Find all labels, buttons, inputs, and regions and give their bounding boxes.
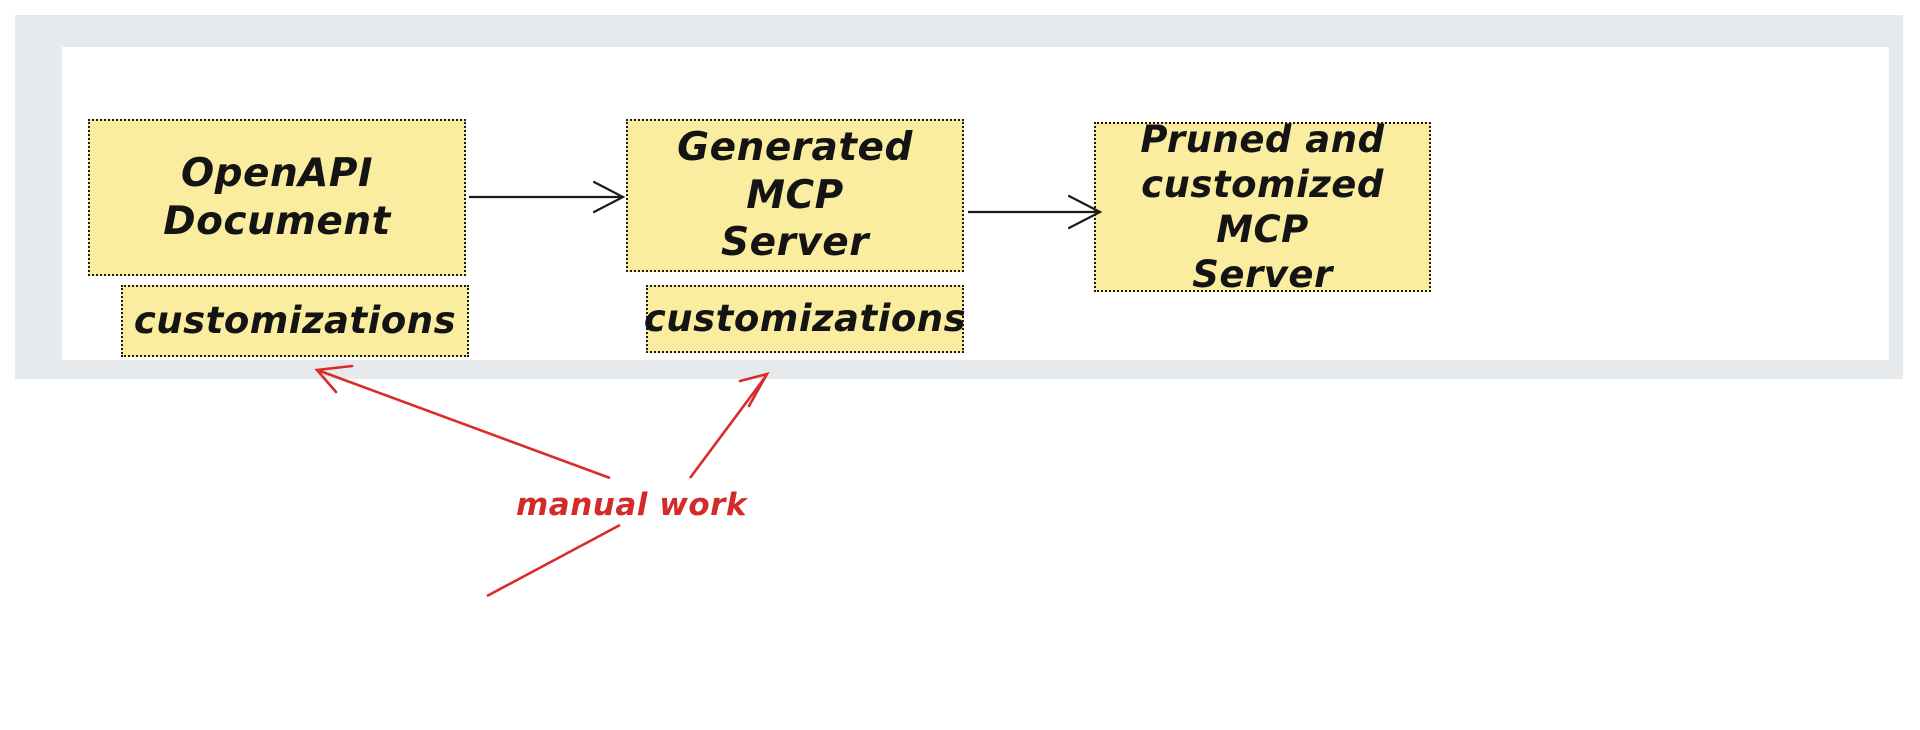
node-generated-mcp-server-label: Generated MCP Server bbox=[677, 125, 913, 266]
node-pruned-mcp-server[interactable]: Pruned and customized MCP Server bbox=[1094, 118, 1431, 296]
manual-work-arrow-right bbox=[688, 371, 770, 479]
node-openapi-document-label: OpenAPI Document bbox=[163, 150, 391, 244]
node-openapi-customizations[interactable]: customizations bbox=[121, 285, 469, 357]
node-generated-customizations-label: customizations bbox=[643, 297, 967, 341]
manual-work-label: manual work bbox=[516, 487, 748, 523]
node-generated-mcp-server[interactable]: Generated MCP Server bbox=[626, 119, 964, 272]
node-pruned-mcp-server-label: Pruned and customized MCP Server bbox=[1140, 117, 1385, 297]
node-generated-customizations[interactable]: customizations bbox=[644, 285, 966, 353]
node-openapi-document[interactable]: OpenAPI Document bbox=[88, 119, 466, 276]
manual-work-leader-line bbox=[486, 523, 621, 598]
node-openapi-customizations-label: customizations bbox=[133, 299, 457, 343]
manual-work-arrow-left bbox=[314, 364, 611, 480]
